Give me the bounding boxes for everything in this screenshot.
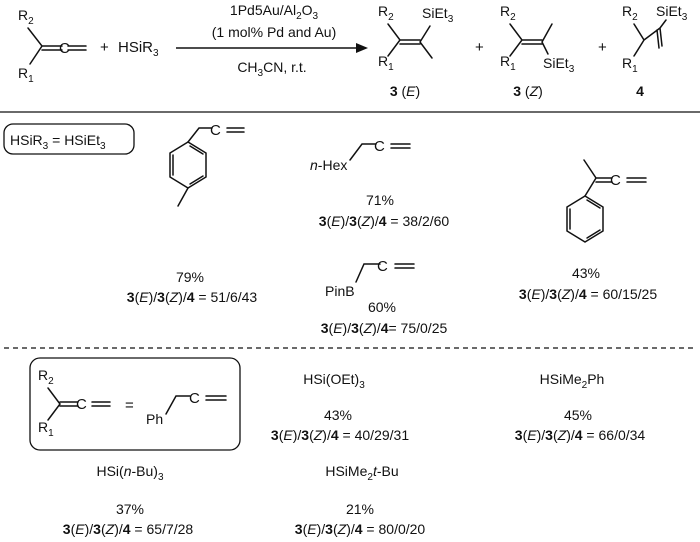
svg-text:C: C [610, 172, 621, 189]
allene-carbon: C [59, 40, 70, 57]
plus-sign: + [100, 39, 109, 56]
silane-me2tbu-label: HSiMe2t-Bu [325, 463, 398, 483]
svg-text:HSiR3 = HSiEt3: HSiR3 = HSiEt3 [10, 132, 106, 152]
silane-oet3-label: HSi(OEt)3 [303, 371, 365, 391]
r1-label: R1 [18, 65, 34, 85]
product-3Z-label: 3 (Z) [513, 83, 543, 99]
silane-nbu3-label: HSi(n-Bu)3 [96, 463, 163, 483]
hexyl-allene-structure: n-Hex C [310, 138, 411, 173]
svg-text:Ph: Ph [146, 411, 163, 427]
catalyst-loading: (1 mol% Pd and Au) [212, 24, 337, 40]
svg-text:R2: R2 [500, 3, 516, 23]
allene-substrate: R2 R1 C [18, 7, 87, 85]
svg-text:SiEt3: SiEt3 [543, 55, 575, 75]
silane-reagent: HSiR3 [118, 39, 159, 59]
product-4-structure: R2 R1 SiEt3 [622, 3, 688, 75]
svg-text:R1: R1 [500, 53, 516, 73]
svg-text:SiEt3: SiEt3 [422, 5, 454, 25]
silane-me2ph-ratio: 3(E)/3(Z)/4 = 66/0/34 [515, 427, 646, 443]
silane-box: HSiR3 = HSiEt3 [3, 123, 135, 155]
svg-text:C: C [76, 396, 87, 413]
product-3E-structure: R2 R1 SiEt3 [378, 3, 454, 73]
svg-text:R1: R1 [622, 55, 638, 75]
svg-text:C: C [377, 258, 388, 275]
reaction-arrow [176, 43, 368, 53]
hexyl-yield: 71% [366, 192, 394, 208]
pinb-allene-structure: PinB C [325, 258, 415, 299]
product-4-label: 4 [636, 83, 644, 99]
svg-text:R2: R2 [378, 3, 394, 23]
methylphenyl-yield: 43% [572, 265, 600, 281]
svg-text:R2: R2 [622, 3, 638, 23]
pinb-yield: 60% [368, 299, 396, 315]
svg-text:=: = [125, 397, 134, 414]
product-3Z-structure: R2 R1 SiEt3 [500, 3, 575, 75]
product-3E-label: 3 (E) [390, 83, 420, 99]
svg-text:SiEt3: SiEt3 [656, 3, 688, 23]
catalyst-label: 1Pd5Au/Al2O3 [230, 2, 319, 22]
conditions-label: CH3CN, r.t. [237, 59, 306, 79]
svg-text:C: C [374, 138, 385, 155]
svg-text:PinB: PinB [325, 283, 355, 299]
hexyl-ratio: 3(E)/3(Z)/4 = 38/2/60 [319, 213, 450, 229]
silane-oet3-yield: 43% [324, 407, 352, 423]
silane-me2ph-label: HSiMe2Ph [540, 371, 605, 391]
plus-sign-3: + [598, 39, 607, 56]
silane-me2ph-yield: 45% [564, 407, 592, 423]
r2-label: R2 [18, 7, 34, 27]
svg-text:C: C [210, 122, 221, 139]
pinb-ratio: 3(E)/3(Z)/4= 75/0/25 [321, 320, 448, 336]
silane-oet3-ratio: 3(E)/3(Z)/4 = 40/29/31 [271, 427, 409, 443]
tolyl-allene-structure: C [169, 122, 245, 207]
svg-text:C: C [189, 390, 200, 407]
tolyl-ratio: 3(E)/3(Z)/4 = 51/6/43 [127, 289, 258, 305]
methylphenyl-allene-structure: C [566, 159, 647, 243]
svg-text:R1: R1 [378, 53, 394, 73]
svg-text:R2: R2 [38, 367, 54, 387]
svg-text:R1: R1 [38, 419, 54, 439]
svg-text:n-Hex: n-Hex [310, 157, 347, 173]
substrate-box: R2 R1 C = Ph C [29, 357, 241, 451]
silane-me2tbu-ratio: 3(E)/3(Z)/4 = 80/0/20 [295, 521, 426, 537]
silane-me2tbu-yield: 21% [346, 501, 374, 517]
silane-nbu3-ratio: 3(E)/3(Z)/4 = 65/7/28 [63, 521, 194, 537]
silane-nbu3-yield: 37% [116, 501, 144, 517]
methylphenyl-ratio: 3(E)/3(Z)/4 = 60/15/25 [519, 286, 657, 302]
tolyl-yield: 79% [176, 269, 204, 285]
plus-sign-2: + [475, 39, 484, 56]
